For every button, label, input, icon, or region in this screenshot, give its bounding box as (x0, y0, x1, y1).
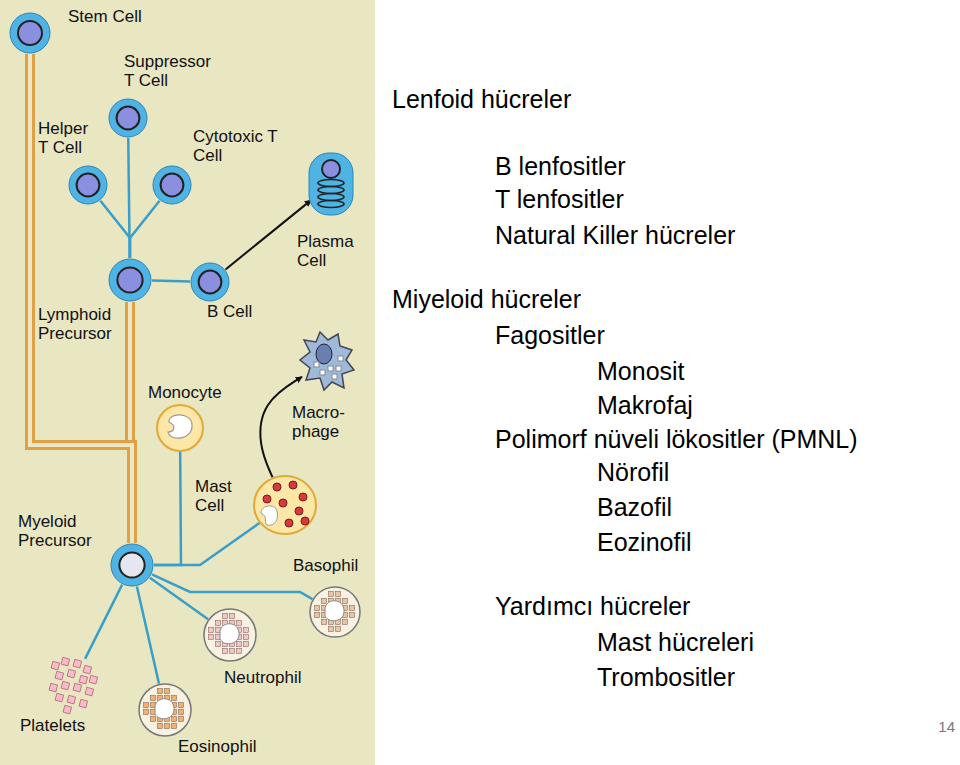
cell-label: Macro- phage (292, 403, 354, 441)
cell-label: Eosinophil (178, 737, 256, 756)
cell-label: Suppressor T Cell (124, 52, 222, 90)
cell-figure (69, 166, 107, 204)
cell-figure (10, 13, 50, 53)
cell-figure (309, 153, 353, 215)
cell-node: Myeloid Precursor (110, 543, 154, 587)
cell-shape (138, 683, 192, 737)
cell-label: B Cell (207, 302, 252, 321)
cell-figure (109, 259, 151, 301)
cell-shape (68, 165, 108, 205)
cell-figure (109, 99, 147, 137)
lineage-connector (154, 452, 181, 565)
list-item: Miyeloid hücreler (392, 284, 581, 314)
lineage-connector (137, 586, 159, 683)
list-item: Makrofaj (597, 390, 693, 420)
cell-shape (190, 262, 230, 302)
background-panel (0, 0, 375, 765)
cell-shape (156, 404, 204, 452)
cell-shape (308, 152, 354, 216)
cell-figure (254, 476, 316, 534)
list-item: Lenfoid hücreler (392, 84, 571, 114)
lineage-connector (150, 578, 208, 620)
list-item: T lenfositler (495, 184, 624, 214)
cell-node: Mast Cell (253, 475, 317, 535)
cell-label: Lymphoid Precursor (38, 305, 124, 343)
cell-node: Monocyte (156, 404, 204, 452)
cell-node: Basophil (309, 586, 361, 638)
cell-shape (152, 165, 192, 205)
list-item: Nörofil (597, 457, 669, 487)
cell-node: Suppressor T Cell (108, 98, 148, 138)
list-item: Fagositler (495, 320, 605, 350)
cell-shape (9, 12, 51, 54)
cell-label: Helper T Cell (38, 119, 102, 157)
cell-label: Cytotoxic T Cell (193, 127, 279, 165)
lineage-connector (154, 523, 259, 565)
cell-figure (300, 332, 354, 390)
cell-figure (157, 405, 203, 451)
cell-figure (111, 544, 153, 586)
cell-node: Helper T Cell (68, 165, 108, 205)
list-item: Trombositler (597, 662, 735, 692)
lineage-connector (100, 201, 130, 258)
cell-figure (310, 587, 360, 637)
cell-shape (203, 608, 257, 662)
cell-label: Platelets (20, 716, 85, 735)
cell-node: Lymphoid Precursor (108, 258, 152, 302)
cell-label: Stem Cell (68, 7, 142, 26)
list-item: Polimorf nüveli lökositler (PMNL) (495, 424, 858, 454)
cell-figure (204, 609, 256, 661)
cell-label: Mast Cell (195, 477, 245, 515)
cell-label: Neutrophil (224, 668, 302, 687)
cell-figure (49, 657, 98, 714)
cell-shape (298, 330, 356, 392)
cell-figure (139, 684, 191, 736)
cell-node: Neutrophil (203, 608, 257, 662)
cell-node: Cytotoxic T Cell (152, 165, 192, 205)
list-item: Natural Killer hücreler (495, 220, 735, 250)
list-item: Yardımcı hücreler (495, 591, 690, 621)
cell-node: Eosinophil (138, 683, 192, 737)
cell-figure (191, 263, 229, 301)
list-item: B lenfositler (495, 151, 626, 181)
cell-shape (108, 258, 152, 302)
cell-label: Monocyte (148, 383, 222, 402)
list-item: Mast hücreleri (597, 627, 754, 657)
cell-shape (253, 475, 317, 535)
lineage-connector (152, 280, 190, 282)
cell-shape (108, 98, 148, 138)
cell-shape (46, 656, 100, 710)
cell-node: Platelets (46, 656, 100, 710)
cell-node: Macro- phage (298, 330, 356, 392)
cell-node: Plasma Cell (308, 152, 354, 216)
cell-figure (153, 166, 191, 204)
cell-shape (110, 543, 154, 587)
cell-node: Stem Cell (9, 12, 51, 54)
cell-label: Plasma Cell (297, 232, 367, 270)
cell-label: Myeloid Precursor (18, 512, 114, 550)
list-item: Bazofil (597, 492, 672, 522)
lineage-connector (85, 585, 122, 659)
cell-label: Basophil (293, 556, 358, 575)
cell-shape (309, 586, 361, 638)
list-item: Monosit (597, 356, 685, 386)
list-item: Eozinofil (597, 527, 692, 557)
cell-node: B Cell (190, 262, 230, 302)
lineage-connector (130, 201, 160, 258)
page-number: 14 (938, 718, 955, 736)
